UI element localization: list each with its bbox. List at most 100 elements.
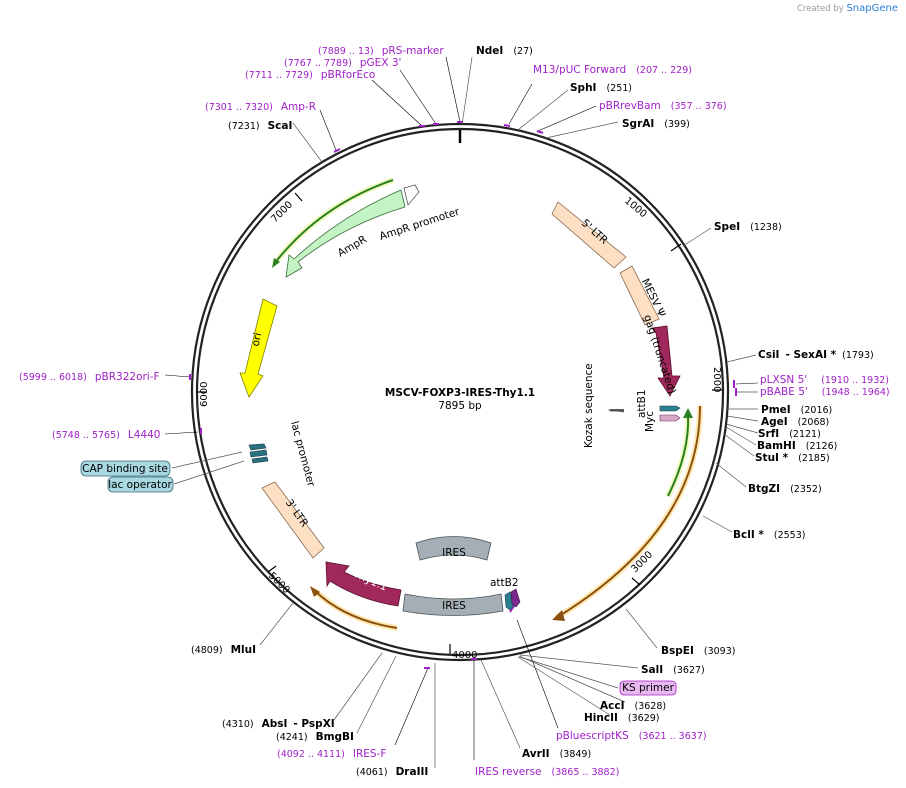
cap-binding-site-box: CAP binding site	[80, 460, 171, 477]
primer-mark-m13	[503, 124, 511, 127]
gag-label: gag (truncated)	[641, 313, 678, 395]
ks-box-bg	[619, 680, 677, 696]
leader-btgzi	[715, 462, 747, 488]
tick-marks	[197, 192, 722, 654]
attb1-feature	[659, 405, 681, 412]
primer-pbabe: pBABE 5'(1948 .. 1964)	[760, 386, 890, 398]
attb2-feature-a	[504, 591, 515, 611]
site-hincii: HincII(3629)	[584, 712, 660, 724]
cap-box-bg	[80, 460, 171, 477]
kozak-label: Kozak sequence	[583, 363, 595, 448]
ires-inner-feature	[415, 536, 492, 561]
site-scai: (7231)ScaI	[228, 120, 292, 132]
leader-pgex	[399, 69, 437, 125]
site-srfi: SrfI(2121)	[758, 428, 821, 440]
leader-scai	[292, 122, 323, 163]
cap-site-mark	[251, 456, 269, 464]
leader-srfi	[725, 423, 759, 434]
orf-orange-head	[552, 610, 565, 621]
orf-lower-arc	[313, 589, 398, 629]
leader-pbrrev	[537, 105, 597, 132]
foxp3-orf-arc	[667, 413, 690, 497]
thy11-feature	[325, 561, 402, 607]
ks-primer-box: KS primer	[619, 680, 677, 696]
leader-pbrfor	[371, 79, 423, 127]
leader-bamhi	[725, 426, 757, 446]
ampr-orf-glow	[271, 177, 394, 266]
ires-outer-feature	[402, 593, 504, 616]
primer-prs: (7889 .. 13)pRS-marker	[318, 45, 444, 57]
leader-sali	[519, 654, 639, 669]
site-avrii: AvrII(3849)	[522, 748, 591, 760]
tick-mark	[294, 192, 303, 202]
snapgene-credit: Created by SnapGene	[796, 3, 898, 14]
ampr-promoter-feature	[403, 184, 420, 206]
lac-operator-label: lac operator	[108, 479, 172, 491]
leader-csi	[726, 354, 757, 363]
leader-sgrai	[545, 121, 619, 139]
primer-iresf: (4092 .. 4111)IRES-F	[277, 748, 386, 760]
ltr3-feature	[261, 481, 325, 559]
kozak-mark	[610, 409, 624, 412]
attb1-label: attB1	[636, 389, 648, 418]
orf-orange-arc	[555, 405, 701, 619]
leader-ks	[519, 656, 619, 689]
leader-avrii	[480, 659, 521, 749]
site-bmgbi: (4241)BmgBI	[276, 731, 354, 743]
attb2-feature-b	[510, 588, 521, 608]
primer-plxsn: pLXSN 5'(1910 .. 1932)	[760, 374, 889, 386]
site-btgzi: BtgZI(2352)	[748, 483, 822, 495]
primer-leaders	[164, 56, 759, 760]
ltr5-feature	[551, 201, 627, 269]
leader-bspei	[625, 608, 658, 649]
site-acci: AccI(3628)	[600, 700, 666, 712]
leader-iresf	[394, 667, 429, 746]
leader-stui	[723, 433, 755, 457]
site-bamhi: BamHI(2126)	[757, 440, 837, 452]
tick-label-4000: 4000	[452, 650, 477, 661]
leader-absi	[333, 652, 383, 721]
site-csi: CsiI- SexAI *(1793)	[758, 349, 874, 361]
gag-feature	[651, 325, 681, 397]
ires-outer-label: IRES	[442, 600, 466, 612]
primer-mark-pbluescript	[509, 605, 515, 613]
primer-marks	[189, 121, 737, 669]
primer-pbrrev: pBRrevBam(357 .. 376)	[599, 100, 727, 112]
site-bspei: BspEI(3093)	[661, 645, 735, 657]
primer-mark-ampr	[333, 148, 341, 153]
primer-m13: M13/pUC Forward(207 .. 229)	[533, 64, 692, 76]
site-pmei: PmeI(2016)	[761, 404, 832, 416]
leader-ndei	[461, 56, 473, 126]
leader-acci	[518, 655, 626, 703]
tick-mark	[631, 577, 641, 586]
leader-l4440	[164, 431, 199, 435]
leader-m13	[508, 83, 533, 125]
tick-mark	[670, 243, 682, 252]
myc-feature	[659, 414, 681, 422]
leader-cap	[171, 451, 243, 469]
leader-bcli	[702, 515, 733, 533]
site-leaders	[171, 56, 759, 768]
primer-mark-pbrrev	[536, 130, 544, 134]
site-stui: StuI *(2185)	[755, 452, 830, 464]
site-agei: AgeI(2068)	[761, 416, 829, 428]
primer-iresrev: IRES reverse(3865 .. 3882)	[475, 766, 619, 778]
lacop-box-bg	[107, 476, 174, 493]
mesv-feature	[619, 265, 660, 326]
plasmid-size: 7895 bp	[438, 400, 482, 412]
tick-mark	[267, 565, 277, 573]
site-absi: (4310)AbsI- PspXI	[222, 718, 335, 730]
attb2-label: attB2	[490, 577, 519, 589]
leader-pbluescript	[516, 619, 559, 729]
tick-label-7000: 7000	[269, 199, 295, 225]
ori-feature	[239, 298, 278, 398]
cap-binding-site-label: CAP binding site	[82, 463, 168, 475]
ks-primer-label: KS primer	[622, 682, 674, 694]
leader-ampr	[319, 109, 337, 151]
primer-ampr: (7301 .. 7320)Amp-R	[205, 101, 316, 113]
primer-pbr322: (5999 .. 6018)pBR322ori-F	[19, 371, 160, 383]
leader-prs	[445, 56, 461, 123]
leader-spei	[682, 227, 712, 247]
snapgene-logo: SnapGene	[846, 3, 898, 14]
